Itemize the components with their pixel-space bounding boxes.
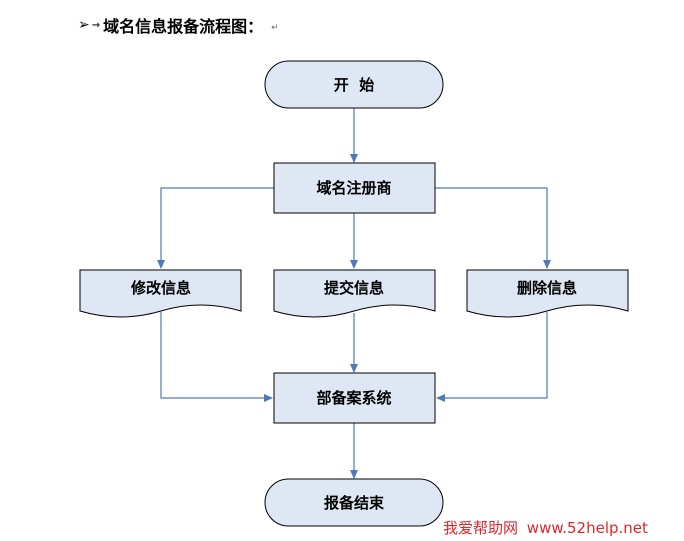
end-label: 报备结束 <box>324 494 385 512</box>
connector-modify-to-ministry <box>160 312 273 402</box>
connector-registrar-to-modify <box>157 187 274 269</box>
start-label: 开 始 <box>334 76 374 94</box>
ministry-label: 部备案系统 <box>316 389 391 407</box>
registrar-label: 域名注册商 <box>316 179 391 197</box>
flowchart-heading: ➢ → 域名信息报备流程图： ↵ <box>78 12 279 38</box>
site-watermark: 我爱帮助网 www.52help.net <box>443 517 648 538</box>
delete-label: 删除信息 <box>517 279 577 297</box>
submit-label: 提交信息 <box>324 279 384 297</box>
connector-delete-to-ministry <box>436 312 548 402</box>
modify-label: 修改信息 <box>130 279 191 297</box>
submit-node: 提交信息 <box>273 269 436 318</box>
modify-node: 修改信息 <box>79 269 242 318</box>
heading-text: 域名信息报备流程图： <box>103 17 264 36</box>
end-node: 报备结束 <box>264 478 444 527</box>
start-node: 开 始 <box>264 60 444 109</box>
tab-mark-icon: → <box>91 19 101 31</box>
watermark-url: www.52help.net <box>526 519 648 537</box>
delete-node: 删除信息 <box>466 269 629 318</box>
connector-registrar-to-delete <box>435 187 551 269</box>
bullet-arrow-icon: ➢ <box>78 17 90 33</box>
ministry-node: 部备案系统 <box>273 372 436 424</box>
registrar-node: 域名注册商 <box>273 162 436 214</box>
watermark-site-name: 我爱帮助网 <box>443 519 519 537</box>
connectors <box>157 108 551 479</box>
paragraph-mark-icon: ↵ <box>271 23 279 33</box>
